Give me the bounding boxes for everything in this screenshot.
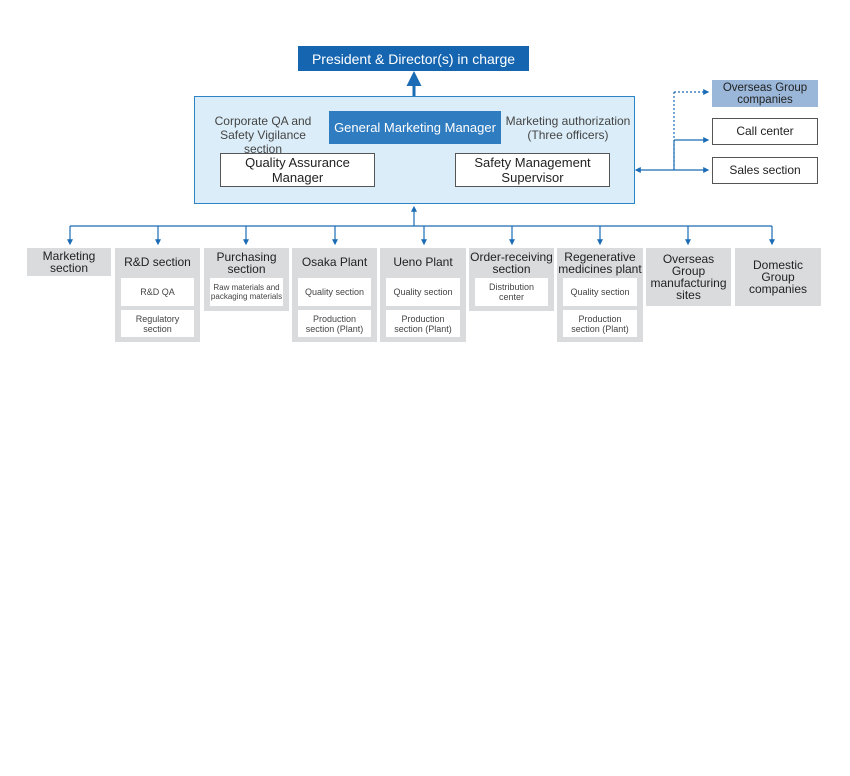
overseas-group-companies-box: Overseas Group companies [712,80,818,107]
ueno-production-section-box: Production section (Plant) [386,310,460,337]
raw-materials-box: Raw materials and packaging materials [210,278,283,306]
regenerative-medicines-plant-title: Regenerative medicines plant [558,250,642,276]
overseas-manufacturing-sites-box: Overseas Group manufacturing sites [646,248,731,306]
osaka-plant-title: Osaka Plant [301,255,368,269]
regen-production-section-box: Production section (Plant) [563,310,637,337]
rd-qa-box: R&D QA [121,278,194,306]
ueno-plant-title: Ueno Plant [393,255,453,269]
safety-management-supervisor-box: Safety Management Supervisor [455,153,610,187]
distribution-center-box: Distribution center [475,278,548,306]
rd-section-title: R&D section [124,255,191,269]
domestic-group-companies-box: Domestic Group companies [735,248,821,306]
president-label: President & Director(s) in charge [311,50,516,67]
general-marketing-manager-box: General Marketing Manager [329,111,501,144]
call-center-box: Call center [712,118,818,145]
marketing-authorization-label: Marketing authorization (Three officers) [505,114,631,142]
osaka-quality-section-box: Quality section [298,278,371,306]
regulatory-section-box: Regulatory section [121,310,194,337]
sales-section-box: Sales section [712,157,818,184]
corporate-qa-label: Corporate QA and Safety Vigilance sectio… [214,114,312,156]
purchasing-section-title: Purchasing section [216,250,277,276]
regen-quality-section-box: Quality section [563,278,637,306]
order-receiving-section-title: Order-receiving section [470,250,553,276]
osaka-production-section-box: Production section (Plant) [298,310,371,337]
marketing-section-box: Marketing section [27,248,111,276]
quality-assurance-manager-box: Quality Assurance Manager [220,153,375,187]
ueno-quality-section-box: Quality section [386,278,460,306]
president-box: President & Director(s) in charge [298,46,529,71]
